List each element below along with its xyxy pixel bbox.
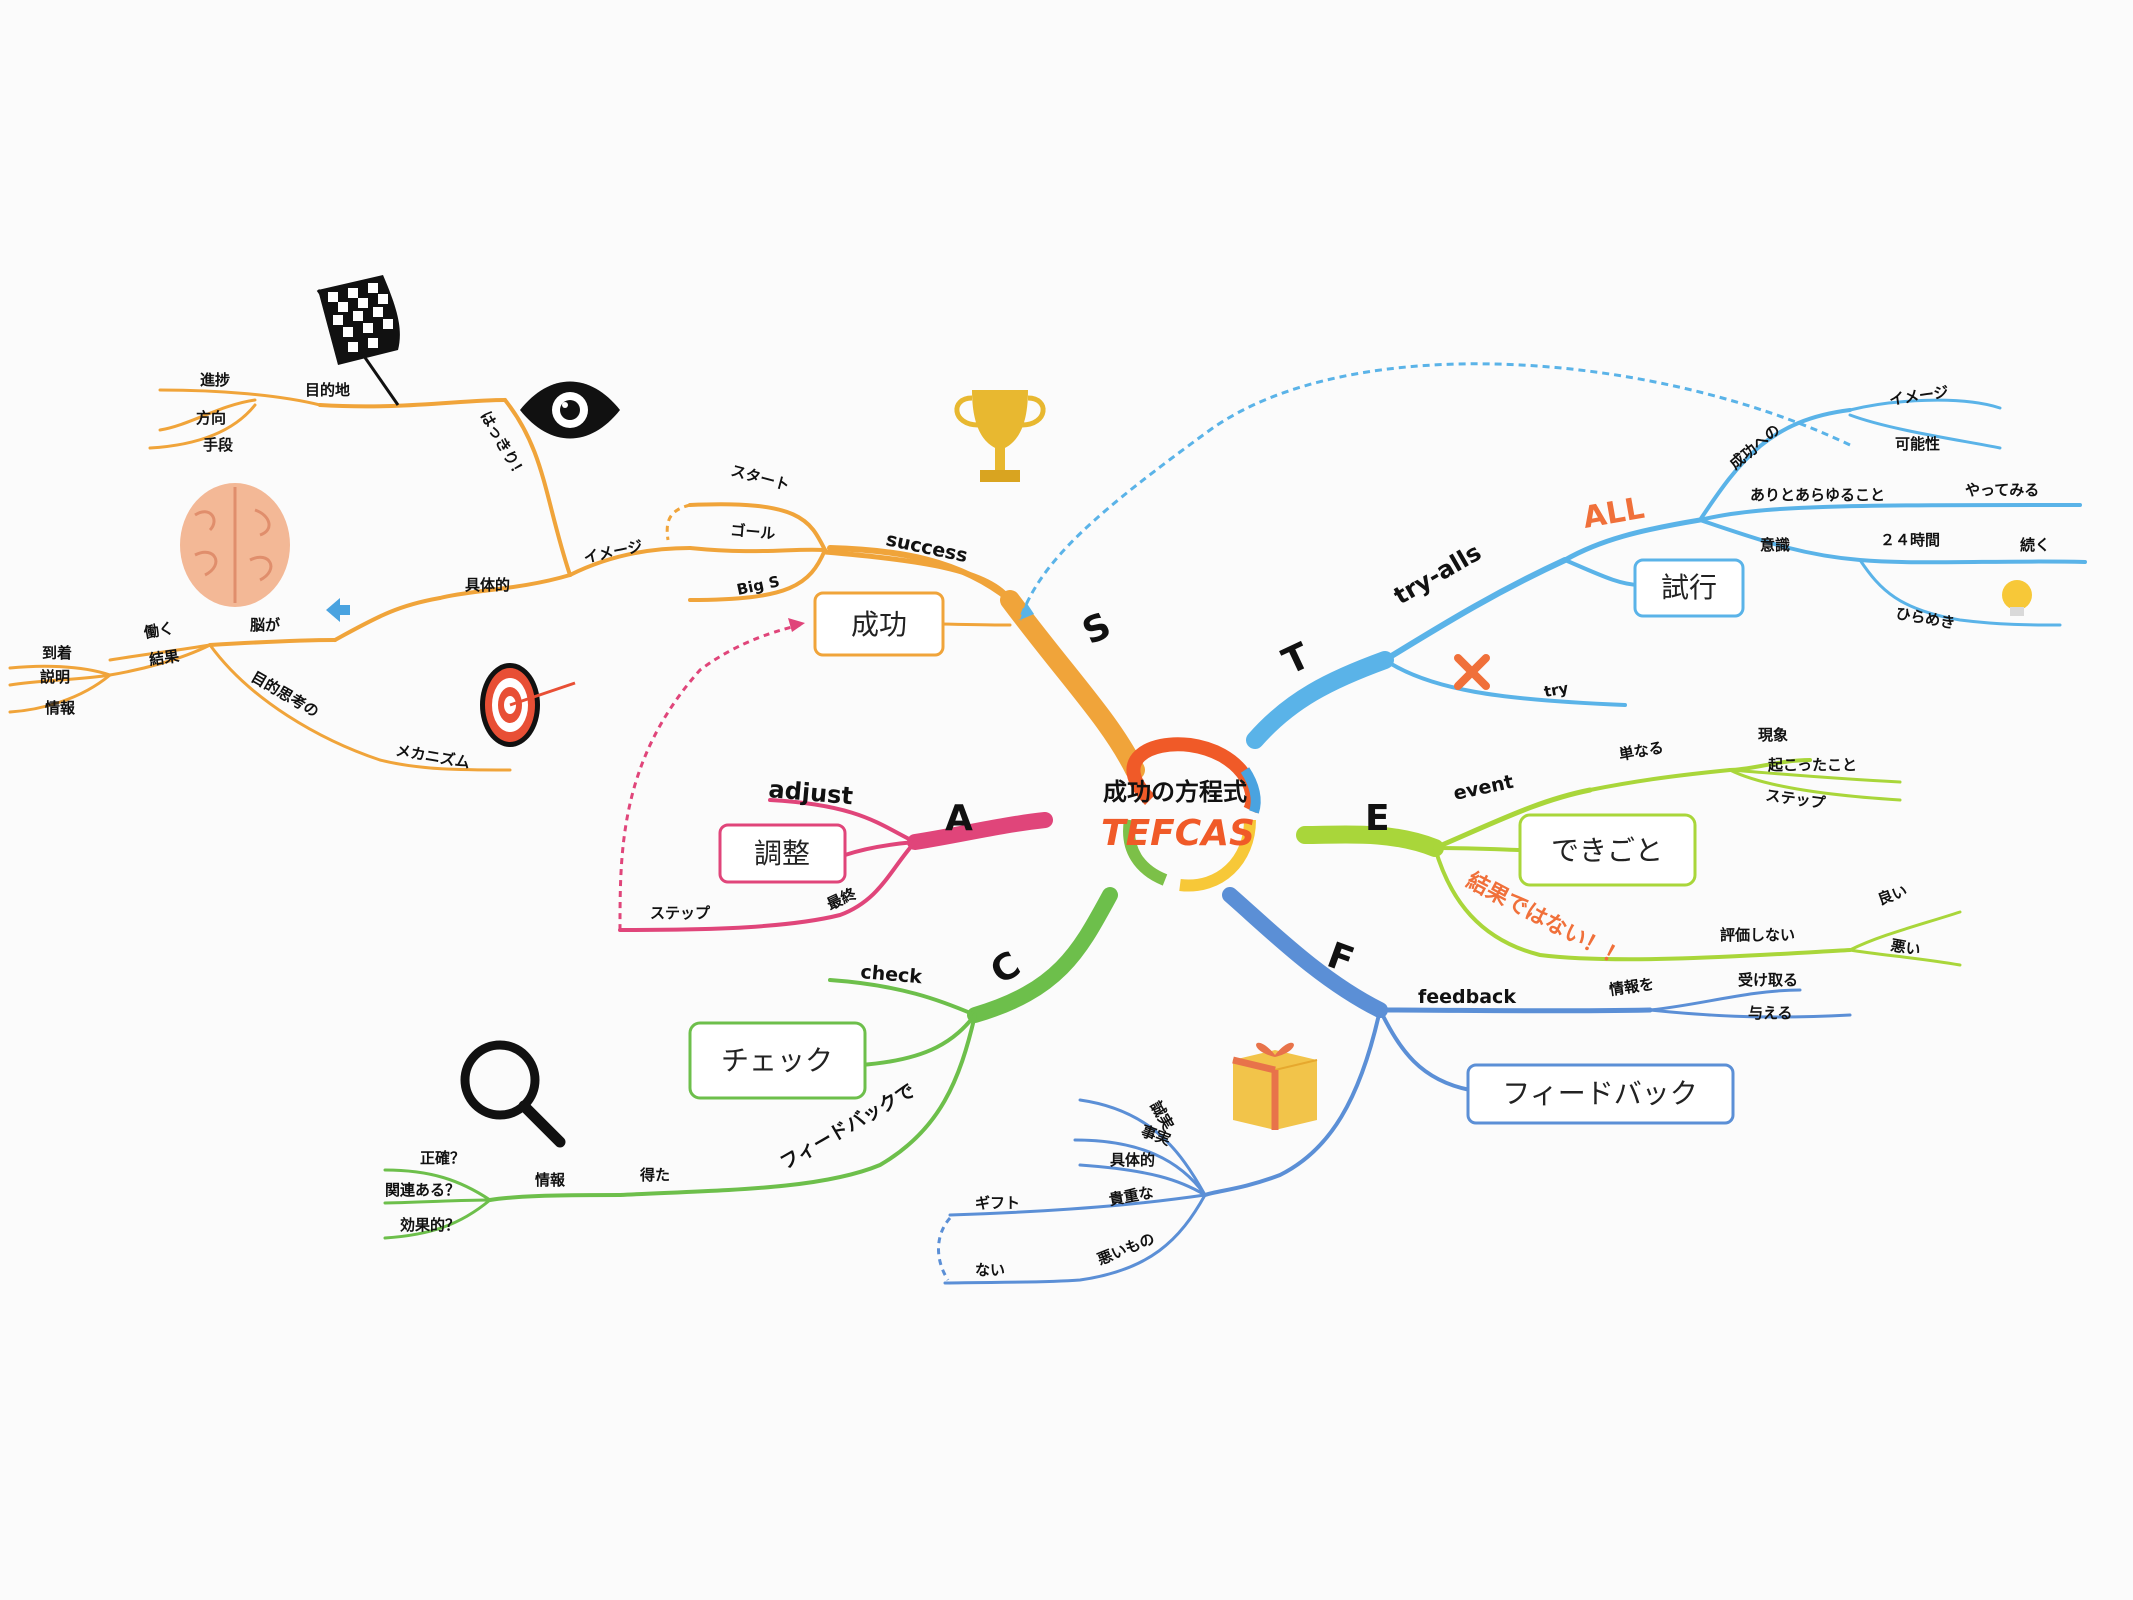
c-effective: 効果的？ <box>400 1216 460 1234</box>
s-image: イメージ <box>582 537 644 567</box>
s-concrete: 具体的 <box>465 576 510 594</box>
target-icon <box>480 663 576 747</box>
branch-t <box>1246 398 2087 749</box>
e-good: 良い <box>1875 882 1909 909</box>
letter-e: E <box>1365 798 1390 839</box>
f-receive: 受け取る <box>1738 971 1798 989</box>
connector-arrowhead-pink <box>788 618 805 632</box>
gift-icon <box>1232 1042 1318 1130</box>
box-event: できごと <box>1518 813 1697 887</box>
checkered-flag-icon <box>316 275 400 406</box>
t-toward-success: 成功への <box>1726 421 1784 473</box>
branch-e <box>1296 758 1962 967</box>
brain-icon <box>180 483 290 607</box>
e-no-evaluation: 評価しない <box>1720 926 1795 944</box>
branch-a <box>618 798 1053 932</box>
center-title: 成功の方程式 <box>1103 778 1247 806</box>
branch-c <box>383 887 1118 1240</box>
arrow-left-icon <box>326 598 350 622</box>
c-word: check <box>860 961 924 988</box>
trophy-icon <box>954 390 1046 482</box>
branch-s <box>8 388 1145 780</box>
t-image: イメージ <box>1888 383 1950 409</box>
c-correct: 正確？ <box>420 1149 465 1167</box>
magnifier-icon <box>460 1040 566 1148</box>
s-means: 手段 <box>203 436 233 454</box>
connector-loop-to-success <box>1018 362 1851 621</box>
a-word: adjust <box>767 775 854 810</box>
box-success-label: 成功 <box>851 608 907 641</box>
box-adjust-label: 調整 <box>754 837 810 870</box>
letter-a: A <box>945 798 973 839</box>
box-success: 成功 <box>813 591 945 657</box>
s-progress: 進捗 <box>200 371 230 389</box>
t-continue: 続く <box>2020 536 2050 554</box>
f-gift: ギフト <box>975 1194 1020 1212</box>
e-bad: 悪い <box>1889 936 1922 959</box>
box-trial: 試行 <box>1633 558 1745 618</box>
c-information: 情報 <box>535 1171 566 1189</box>
connector-arrowhead <box>1020 602 1034 620</box>
lightbulb-icon <box>2002 580 2032 616</box>
f-valuable: 貴重な <box>1108 1183 1155 1209</box>
s-work: 働く <box>142 619 176 642</box>
t-all: ALL <box>1580 491 1647 536</box>
s-destination: 目的地 <box>305 381 350 399</box>
box-check: チェック <box>688 1021 867 1100</box>
e-phenomenon: 現象 <box>1758 726 1788 744</box>
f-information: 情報を <box>1608 975 1655 999</box>
s-info: 情報 <box>45 699 76 717</box>
f-bad-thing: 悪いもの <box>1095 1230 1157 1269</box>
e-step: ステップ <box>1764 786 1827 812</box>
e-word: event <box>1451 771 1515 805</box>
box-feedback-label: フィードバック <box>1502 1077 1697 1110</box>
s-arrive: 到着 <box>42 644 72 662</box>
t-everything: ありとあらゆること <box>1750 486 1885 504</box>
f-word: feedback <box>1418 986 1516 1008</box>
letter-s: S <box>1076 605 1117 653</box>
f-none: ない <box>975 1261 1005 1279</box>
f-give: 与える <box>1748 1004 1793 1022</box>
eye-icon <box>520 381 620 439</box>
c-obtained: 得た <box>639 1166 670 1184</box>
t-awareness: 意識 <box>1760 536 1790 554</box>
box-event-label: できごと <box>1551 834 1663 867</box>
s-goal: ゴール <box>730 521 776 543</box>
s-start: スタート <box>729 461 792 494</box>
e-happened: 起こったこと <box>1767 756 1857 774</box>
s-clear: はっきり！ <box>477 408 530 482</box>
box-adjust: 調整 <box>718 823 847 884</box>
center-node: 成功の方程式 TEFCAS <box>1101 737 1261 892</box>
s-direction: 方向 <box>196 409 226 427</box>
cross-icon <box>1454 654 1490 690</box>
t-word: try-alls <box>1389 538 1486 610</box>
box-check-label: チェック <box>721 1044 833 1077</box>
letter-f: F <box>1322 935 1359 982</box>
s-brain: 脳が <box>250 616 281 634</box>
branch-f <box>943 887 1852 1285</box>
connector-gift-none <box>937 1217 952 1281</box>
e-simple: 単なる <box>1618 738 1665 764</box>
s-result: 結果 <box>148 647 181 669</box>
letter-t: T <box>1276 635 1316 683</box>
center-subtitle: TEFCAS <box>1101 813 1255 854</box>
connector-start-goal <box>665 503 691 541</box>
t-inspiration: ひらめき <box>1894 604 1956 632</box>
letter-c: C <box>984 944 1027 993</box>
connector-adjust-success <box>618 623 801 931</box>
c-related: 関連ある？ <box>385 1181 460 1199</box>
t-try-it: やってみる <box>1965 481 2039 499</box>
f-concrete: 具体的 <box>1110 1151 1155 1169</box>
a-step: ステップ <box>650 904 711 922</box>
t-try: try <box>1543 679 1570 701</box>
box-feedback: フィードバック <box>1466 1063 1735 1125</box>
s-explain: 説明 <box>40 668 70 686</box>
t-possibility: 可能性 <box>1895 435 1940 453</box>
t-24-hours: ２４時間 <box>1880 531 1940 549</box>
box-trial-label: 試行 <box>1661 571 1717 604</box>
